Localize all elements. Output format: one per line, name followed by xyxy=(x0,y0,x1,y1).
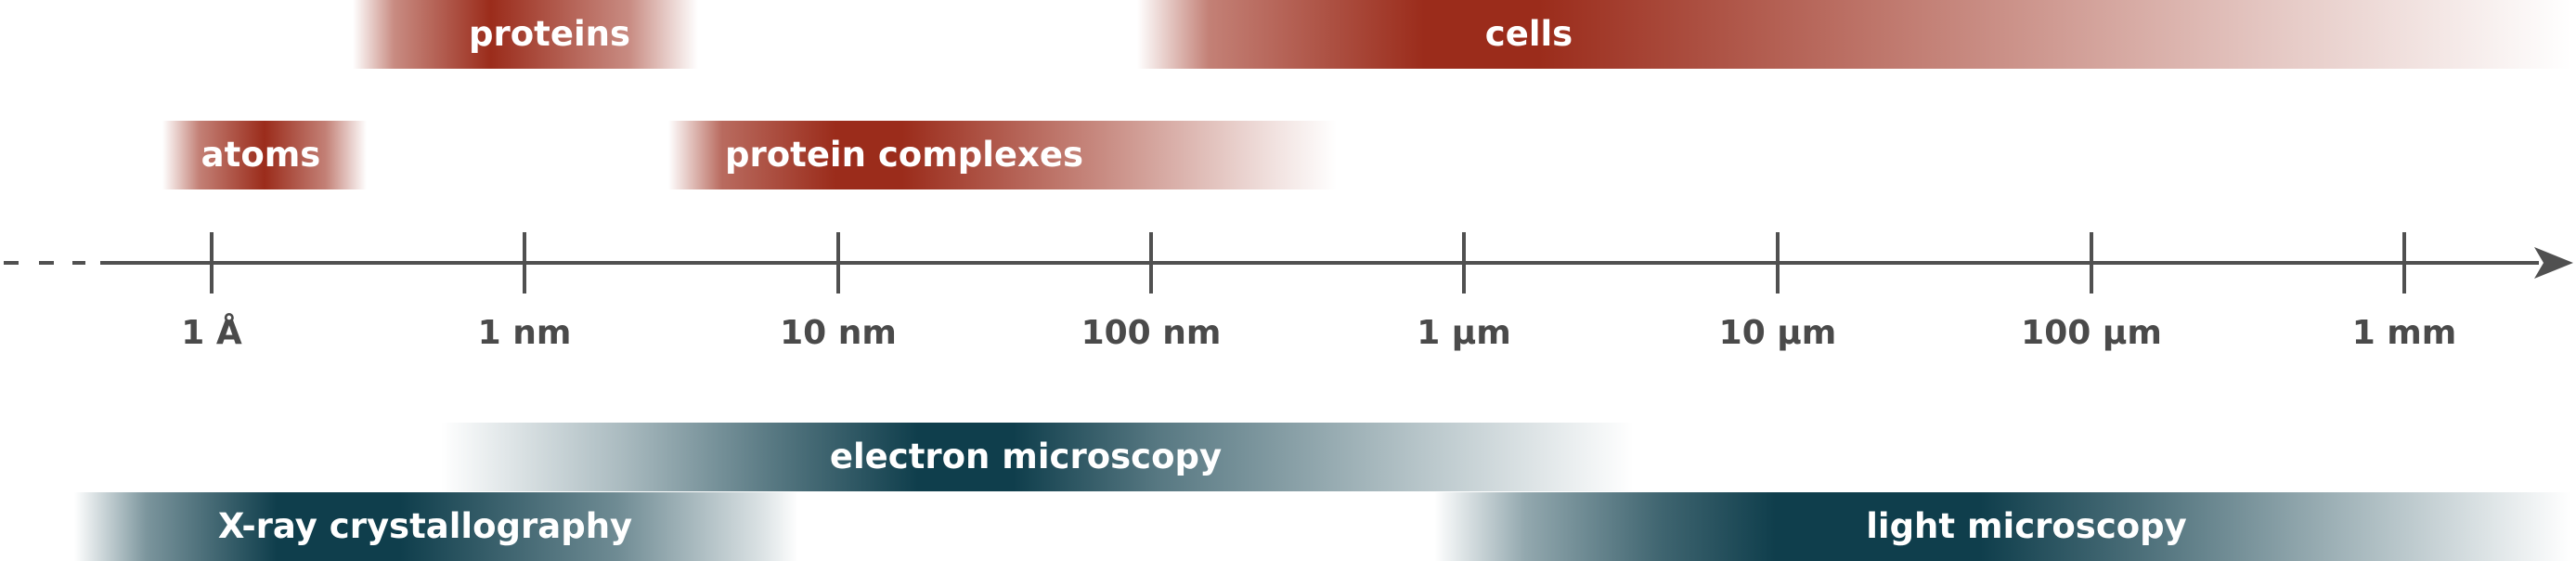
tick-label-100-um: 100 µm xyxy=(2021,314,2162,352)
xray-crystallography-label: X-ray crystallography xyxy=(217,506,633,546)
atoms-band: atoms xyxy=(162,121,367,189)
protein-complexes-label: protein complexes xyxy=(725,135,1083,175)
proteins-label: proteins xyxy=(469,14,630,54)
tick-label-10-um: 10 µm xyxy=(1718,314,1837,352)
tick-label-1-mm: 1 mm xyxy=(2351,314,2457,352)
cells-label: cells xyxy=(1484,14,1573,54)
electron-microscopy-label: electron microscopy xyxy=(829,437,1223,476)
light-microscopy-label: light microscopy xyxy=(1866,506,2187,546)
xray-crystallography-band: X-ray crystallography xyxy=(74,492,798,561)
light-microscopy-band: light microscopy xyxy=(1434,492,2571,561)
proteins-band: proteins xyxy=(353,0,698,69)
tick-label-10-nm: 10 nm xyxy=(780,314,897,352)
tick-label-100-nm: 100 nm xyxy=(1081,314,1222,352)
atoms-label: atoms xyxy=(201,135,321,175)
axis-arrowhead xyxy=(2534,247,2573,279)
tick-label-1-nm: 1 nm xyxy=(477,314,572,352)
tick-label-1-um: 1 µm xyxy=(1417,314,1511,352)
scale-axis xyxy=(4,232,2573,294)
cells-band: cells xyxy=(1137,0,2571,69)
protein-complexes-band: protein complexes xyxy=(668,121,1337,189)
tick-label-1-angstrom: 1 Å xyxy=(181,314,242,352)
electron-microscopy-band: electron microscopy xyxy=(441,423,1634,491)
